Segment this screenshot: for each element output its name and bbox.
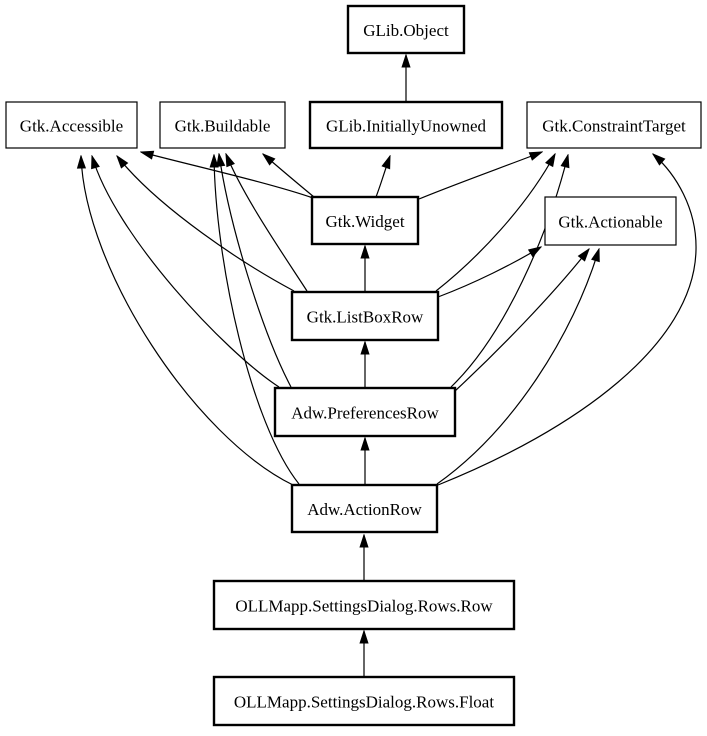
edge-gtk-widget-to-gtk-buildable [263, 154, 315, 198]
edge-gtk-widget-to-glib-initiallyunowned [375, 156, 391, 198]
node-label-glib-initiallyunowned: GLib.InitiallyUnowned [326, 117, 487, 136]
node-label-adw-actionrow: Adw.ActionRow [307, 500, 422, 519]
node-label-gtk-listboxrow: Gtk.ListBoxRow [307, 308, 424, 327]
node-ollmapp-settingsdialog-rows-row: OLLMapp.SettingsDialog.Rows.Row [212, 579, 516, 631]
node-label-gtk-accessible: Gtk.Accessible [20, 117, 123, 136]
node-box-gtk-listboxrow [290, 290, 440, 342]
node-box-adw-actionrow [290, 483, 439, 534]
node-label-gtk-actionable: Gtk.Actionable [558, 213, 662, 232]
node-gtk-widget: Gtk.Widget [310, 195, 420, 246]
node-label-gtk-widget: Gtk.Widget [325, 212, 404, 231]
node-gtk-accessible: Gtk.Accessible [5, 101, 138, 149]
edge-adw-actionrow-to-gtk-accessible [81, 156, 294, 486]
node-label-gtk-buildable: Gtk.Buildable [175, 117, 271, 136]
node-box-gtk-widget [310, 195, 420, 246]
node-label-ollmapp-settingsdialog-rows-row: OLLMapp.SettingsDialog.Rows.Row [235, 597, 493, 616]
node-label-glib-object: GLib.Object [363, 21, 449, 40]
edge-gtk-listboxrow-to-gtk-constrainttarget [435, 154, 555, 292]
edge-adw-preferencesrow-to-gtk-accessible [92, 156, 280, 388]
edge-gtk-widget-to-gtk-constrainttarget [418, 152, 542, 200]
node-box-glib-initiallyunowned [308, 100, 504, 150]
edge-gtk-widget-to-gtk-accessible [141, 152, 314, 199]
node-glib-object: GLib.Object [346, 4, 466, 55]
node-label-adw-preferencesrow: Adw.PreferencesRow [291, 404, 439, 423]
edge-gtk-listboxrow-to-gtk-accessible [117, 156, 295, 292]
edges-layer [81, 55, 697, 676]
node-box-ollmapp-settingsdialog-rows-float [212, 675, 516, 727]
edge-adw-preferencesrow-to-gtk-constrainttarget [450, 155, 568, 388]
edge-gtk-listboxrow-to-gtk-buildable [226, 154, 308, 292]
node-label-ollmapp-settingsdialog-rows-float: OLLMapp.SettingsDialog.Rows.Float [234, 693, 494, 712]
edge-gtk-listboxrow-to-gtk-actionable [437, 247, 541, 298]
node-gtk-constrainttarget: Gtk.ConstraintTarget [526, 101, 702, 149]
node-box-glib-object [346, 4, 466, 55]
node-label-gtk-constrainttarget: Gtk.ConstraintTarget [542, 117, 686, 136]
node-box-gtk-accessible [5, 101, 138, 149]
edge-adw-actionrow-to-gtk-constrainttarget [437, 154, 697, 486]
node-ollmapp-settingsdialog-rows-float: OLLMapp.SettingsDialog.Rows.Float [212, 675, 516, 727]
node-box-adw-preferencesrow [273, 386, 457, 438]
node-glib-initiallyunowned: GLib.InitiallyUnowned [308, 100, 504, 150]
edge-adw-actionrow-to-gtk-actionable [436, 249, 599, 485]
node-gtk-actionable: Gtk.Actionable [544, 196, 677, 246]
node-adw-preferencesrow: Adw.PreferencesRow [273, 386, 457, 438]
node-gtk-buildable: Gtk.Buildable [159, 101, 286, 149]
node-box-gtk-constrainttarget [526, 101, 702, 149]
edge-adw-preferencesrow-to-gtk-buildable [219, 154, 292, 388]
edge-adw-actionrow-to-gtk-buildable [214, 155, 300, 485]
node-box-gtk-actionable [544, 196, 677, 246]
edge-adw-preferencesrow-to-gtk-actionable [454, 249, 589, 392]
node-adw-actionrow: Adw.ActionRow [290, 483, 439, 534]
node-box-gtk-buildable [159, 101, 286, 149]
node-box-ollmapp-settingsdialog-rows-row [212, 579, 516, 631]
node-gtk-listboxrow: Gtk.ListBoxRow [290, 290, 440, 342]
